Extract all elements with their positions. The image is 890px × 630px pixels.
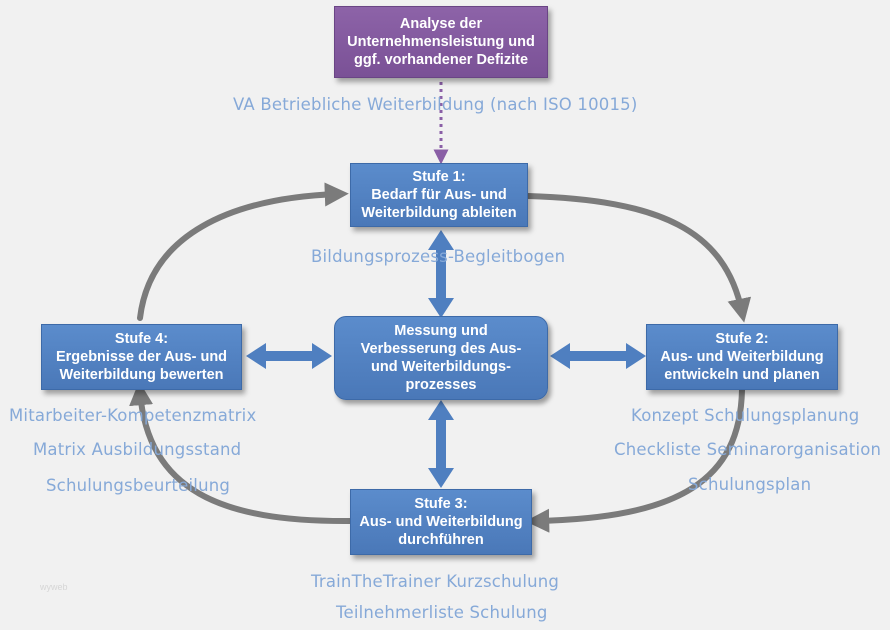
document-label-stage3: TrainTheTrainer Kurzschulung xyxy=(311,572,560,591)
watermark: wyweb xyxy=(40,582,68,592)
analysis-box: Analyse der Unternehmensleistung und ggf… xyxy=(334,6,548,78)
cycle-arrow-stage1-to-stage2 xyxy=(525,193,752,323)
center-measurement-box: Messung und Verbesserung des Aus- und We… xyxy=(334,316,548,400)
stage4-box: Stufe 4: Ergebnisse der Aus- und Weiterb… xyxy=(41,324,242,390)
document-label-stage4: Schulungsbeurteilung xyxy=(46,476,231,495)
double-arrow-center-stage2 xyxy=(550,343,646,369)
document-label-stage1: Bildungsprozess-Begleitbogen xyxy=(311,247,566,266)
stage2-box: Stufe 2: Aus- und Weiterbildung entwicke… xyxy=(646,324,838,390)
stage3-box: Stufe 3: Aus- und Weiterbildung durchfüh… xyxy=(350,489,532,555)
document-label-stage4: Matrix Ausbildungsstand xyxy=(33,440,242,459)
double-arrow-stage1-center xyxy=(428,230,454,318)
document-label-stage4: Mitarbeiter-Kompetenzmatrix xyxy=(9,406,257,425)
document-label-va: VA Betriebliche Weiterbildung (nach ISO … xyxy=(233,95,638,114)
cycle-arrow-stage4-to-stage1 xyxy=(137,182,349,321)
document-label-stage2: Konzept Schulungsplanung xyxy=(631,406,860,425)
document-label-stage2: Schulungsplan xyxy=(688,475,812,494)
double-arrow-center-stage3 xyxy=(428,400,454,488)
document-label-stage3: Teilnehmerliste Schulung xyxy=(336,603,548,622)
stage1-box: Stufe 1: Bedarf für Aus- und Weiterbildu… xyxy=(350,163,528,227)
double-arrow-stage4-center xyxy=(246,343,332,369)
document-label-stage2: Checkliste Seminarorganisation xyxy=(614,440,882,459)
cycle-arrow-stage2-to-stage3 xyxy=(525,387,745,533)
cycle-arrow-stage3-to-stage4 xyxy=(129,381,353,525)
